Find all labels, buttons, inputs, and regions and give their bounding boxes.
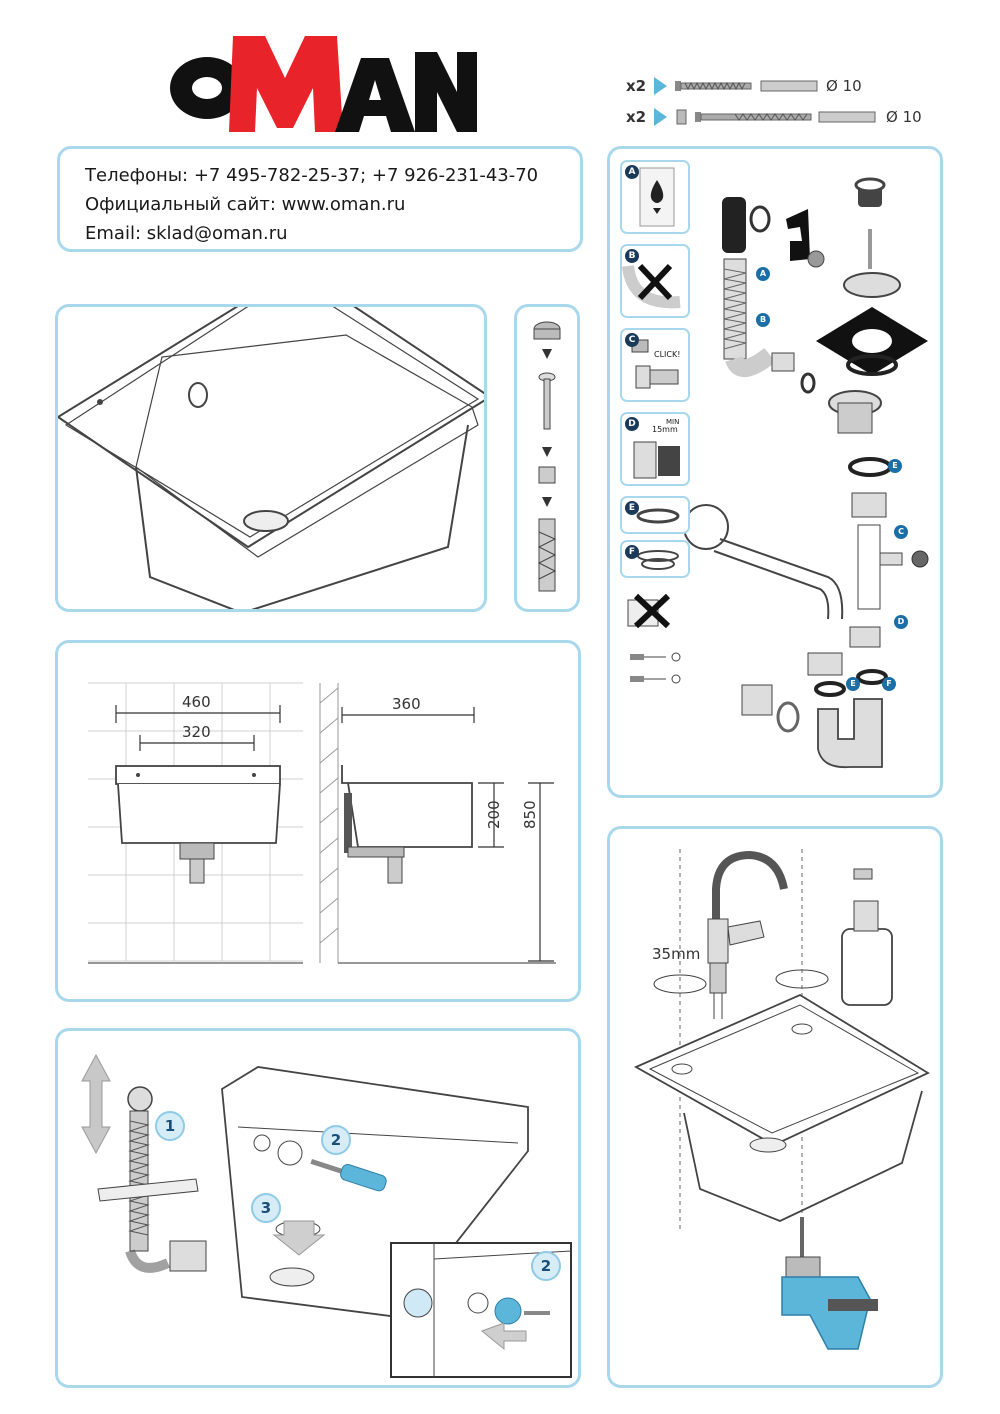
pipe-depth-icon — [633, 441, 680, 479]
click-label: CLICK! — [654, 350, 681, 359]
step-box-b: B — [620, 244, 690, 318]
arrow-right-icon — [654, 77, 667, 95]
step-2-badge: 2 — [321, 1125, 351, 1155]
arrow-down-icon — [272, 1220, 326, 1256]
kit-diameter: Ø 10 — [826, 77, 862, 95]
bolt-and-dowel-icon — [676, 109, 876, 125]
mounting-screw-panel — [514, 304, 580, 612]
tag-c: C — [894, 525, 908, 539]
click-connector-icon — [631, 339, 679, 389]
step-letter: F — [625, 545, 639, 559]
oman-logo-graphic — [170, 36, 477, 132]
kit-row-1: x2 Ø 10 — [626, 76, 862, 96]
step-letter: C — [625, 333, 639, 347]
tag-a: A — [756, 267, 770, 281]
kit-qty: x2 — [626, 108, 647, 126]
contact-site[interactable]: Официальный сайт: www.oman.ru — [85, 194, 406, 215]
step-1-badge: 1 — [155, 1111, 185, 1141]
dim-holes-label: 320 — [182, 723, 211, 741]
screw-and-dowel-icon — [675, 80, 818, 92]
siphon-exploded-drawing — [683, 177, 929, 769]
kit-qty: x2 — [626, 77, 647, 95]
water-drop-icon — [639, 167, 675, 227]
step-3-badge: 3 — [251, 1193, 281, 1223]
no-sealant-and-tools-icon — [627, 593, 681, 684]
kit-diameter: Ø 10 — [886, 108, 922, 126]
contacts-panel: Телефоны: +7 495-782-25-37; +7 926-231-4… — [57, 146, 583, 252]
min-value: 15mm — [652, 425, 678, 434]
step-2-inset-badge: 2 — [531, 1251, 561, 1281]
installation-drawing — [81, 1053, 572, 1378]
tag-e2: E — [846, 677, 860, 691]
tag-e: E — [888, 459, 902, 473]
double-arrow-icon — [81, 1053, 111, 1155]
dim-height-label: 850 — [521, 800, 539, 829]
sink-illustration-panel — [55, 267, 492, 615]
contact-phones: Телефоны: +7 495-782-25-37; +7 926-231-4… — [85, 165, 539, 186]
dimensions-panel: 460 320 360 200 850 — [55, 640, 581, 1002]
screwdriver-icon — [340, 1164, 387, 1192]
tap-drill-panel: 35mm — [607, 826, 943, 1388]
dim-width-label: 460 — [182, 693, 211, 711]
step-box-f: F — [620, 540, 690, 578]
step-letter: B — [625, 249, 639, 263]
step-box-a: A — [620, 160, 690, 234]
dim-depth-label: 360 — [392, 695, 421, 713]
flat-gasket-icon — [636, 508, 680, 524]
kit-row-2: x2 Ø 10 — [626, 107, 922, 127]
min-label: MIN — [666, 418, 680, 426]
tag-d: D — [894, 615, 908, 629]
brand-logo: O M A N — [165, 28, 480, 138]
no-kinked-hose-icon — [622, 263, 681, 309]
step-letter: D — [625, 417, 639, 431]
step-letter: A — [625, 165, 639, 179]
arrow-down-icon — [542, 349, 552, 359]
step-box-d: D MIN 15mm — [620, 412, 690, 486]
step-box-e: E — [620, 496, 690, 534]
dim-bowl-depth-label: 200 — [485, 800, 503, 829]
sink-drawing — [56, 267, 492, 615]
tag-b: B — [756, 313, 770, 327]
drill-icon — [781, 1276, 871, 1350]
installation-panel: 1 2 3 2 — [55, 1028, 581, 1388]
cone-gasket-icon — [637, 550, 679, 570]
step-box-c: C CLICK! — [620, 328, 690, 402]
arrow-right-icon — [654, 108, 667, 126]
tap-install-drawing — [633, 849, 930, 1350]
step-letter: E — [625, 501, 639, 515]
tap-offset-label: 35mm — [652, 945, 701, 963]
dimension-drawings: 460 320 360 200 850 — [88, 682, 556, 964]
mounting-sequence — [533, 321, 561, 592]
contact-email[interactable]: Email: sklad@oman.ru — [85, 223, 288, 244]
tag-f: F — [882, 677, 896, 691]
